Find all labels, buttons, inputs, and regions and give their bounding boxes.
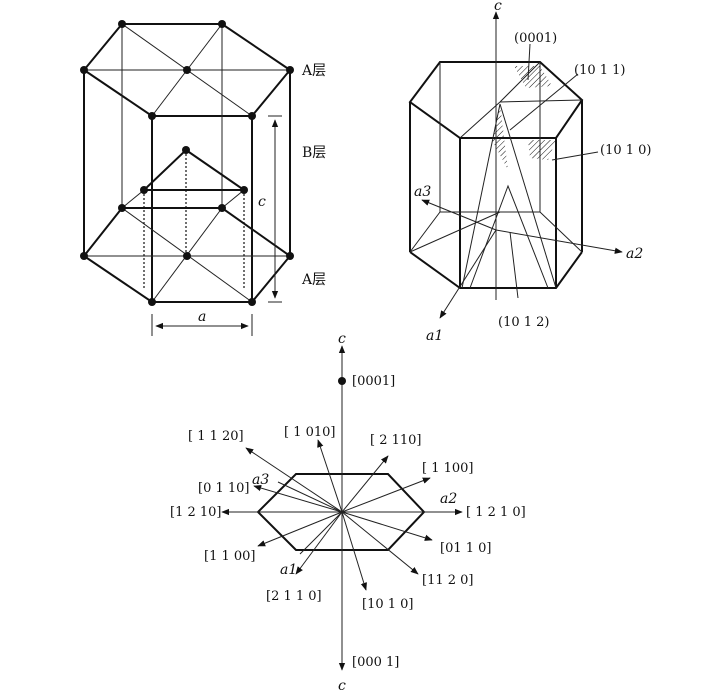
plane-10m12-label: (10 1 2): [498, 315, 550, 330]
dir-0m110-label: [0 1 10]: [198, 481, 250, 496]
plane-10m10-label: (10 1 0): [600, 143, 652, 158]
layer-b-label: B层: [302, 145, 326, 161]
star-c-top-label: c: [338, 331, 346, 347]
prism-axis-a3: [421, 199, 497, 231]
star-c-bottom-label: c: [338, 678, 346, 692]
c-dimension: c: [258, 115, 282, 303]
dir-m1m120-label: [ 1 1 20]: [188, 429, 244, 444]
direction-star: c c a3 a2 a1 [0001] [000 1] [ 1 1 20] [ …: [170, 331, 526, 692]
dir-11m20-label: [11 2 0]: [422, 573, 474, 588]
prism-axis-a2: [495, 229, 623, 254]
star-a3-label: a3: [252, 472, 269, 488]
star-a1-label: a1: [280, 562, 297, 578]
prism-c-label: c: [494, 0, 502, 14]
dir-000m1-label: [000 1]: [352, 655, 399, 670]
plane-10m11-label: (10 1 1): [574, 63, 626, 78]
dir-m2110-label: [ 2 110]: [370, 433, 422, 448]
layer-a-top-label: A层: [301, 63, 326, 79]
hex-prism-planes: c a2 a3 a1 (0001) (10 1 1) (10 1 0) (10 …: [408, 0, 652, 344]
direction-rays: [221, 439, 463, 591]
dir-0001-label: [0001]: [352, 374, 395, 389]
param-a-label: a: [198, 309, 206, 325]
dir-1m100-label: [1 1 00]: [204, 549, 256, 564]
dir-m12m10-label: [ 1 2 1 0]: [466, 505, 526, 520]
dir-m1100-label: [ 1 100]: [422, 461, 474, 476]
prism-axis-a1: [439, 229, 497, 319]
dir-01m10-label: [01 1 0]: [440, 541, 492, 556]
plane-0001-label: (0001): [514, 31, 557, 46]
prism-a3-label: a3: [414, 184, 431, 200]
dir-10m10-label: [10 1 0]: [362, 597, 414, 612]
atoms: [80, 20, 294, 306]
star-a2-label: a2: [440, 491, 457, 507]
b-layer-triangle: [141, 148, 248, 191]
param-c-label: c: [258, 194, 266, 210]
prism-a1-label: a1: [426, 328, 443, 344]
dir-2m1m10-label: [2 1 1 0]: [266, 589, 322, 604]
dir-m1010-label: [ 1 010]: [284, 425, 336, 440]
direction-0001-dot: [338, 377, 346, 385]
dir-1m210-label: [1 2 10]: [170, 505, 222, 520]
prism-a2-label: a2: [626, 246, 643, 262]
a-dimension: a: [151, 309, 253, 336]
layer-a-bottom-label: A层: [301, 272, 326, 288]
hcp-unit-cell: c a A层 B层 A层: [80, 20, 326, 336]
